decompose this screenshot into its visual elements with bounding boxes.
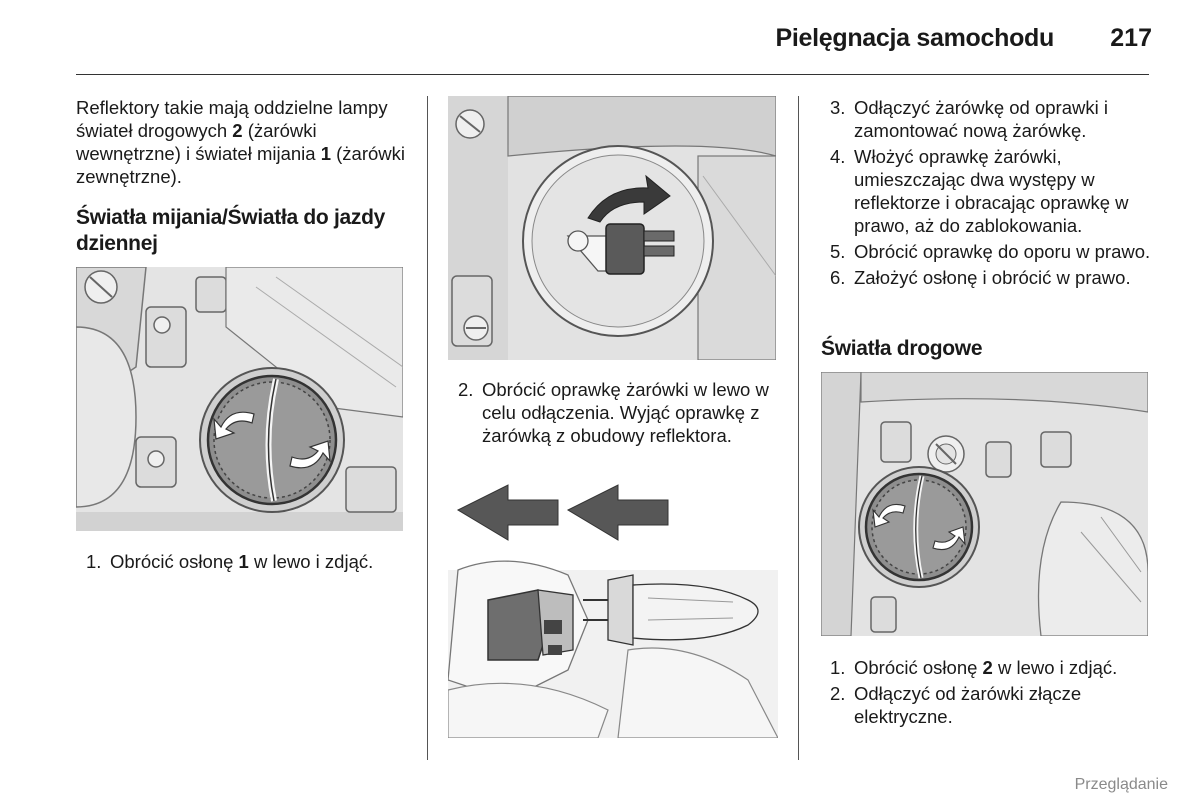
header-divider bbox=[76, 74, 1149, 75]
high-beam-steps: 1.Obrócić osłonę 2 w lewo i zdjąć. 2.Odł… bbox=[830, 656, 1152, 731]
list-item: 6.Założyć osłonę i obrócić w prawo. bbox=[830, 267, 1131, 288]
list-item: 2.Obrócić oprawkę żarówki w lewo w celu … bbox=[458, 379, 769, 446]
list-item: 5.Obrócić oprawkę do oporu w prawo. bbox=[830, 241, 1151, 262]
page-number: 217 bbox=[1110, 24, 1152, 52]
list-item: 3.Odłączyć żarówkę od oprawki i zamontow… bbox=[830, 97, 1108, 141]
low-beam-steps: 1.Obrócić osłonę 1 w lewo i zdjąć. bbox=[86, 550, 406, 576]
bulb-replacement-steps: 3.Odłączyć żarówkę od oprawki i zamontow… bbox=[830, 96, 1152, 292]
list-item: 4.Włożyć oprawkę żarówki, umieszczając d… bbox=[830, 146, 1129, 236]
figure-low-beam-cover bbox=[76, 267, 403, 531]
figure-high-beam-cover bbox=[821, 372, 1148, 636]
browse-link[interactable]: Przeglądanie bbox=[1074, 776, 1168, 793]
list-item: 2.Odłączyć od żarówki złącze elektryczne… bbox=[830, 683, 1082, 727]
intro-paragraph: Reflektory takie mają oddzielne lampy św… bbox=[76, 97, 406, 187]
section-heading-low-beam: Światła mijania/Światła do jazdy dzienne… bbox=[76, 206, 385, 255]
column-divider-2 bbox=[798, 96, 799, 760]
figure-bulb-holder bbox=[448, 96, 776, 360]
list-item: 1.Obrócić osłonę 1 w lewo i zdjąć. bbox=[86, 551, 374, 572]
column-divider-1 bbox=[427, 96, 428, 760]
list-item: 1.Obrócić osłonę 2 w lewo i zdjąć. bbox=[830, 657, 1118, 678]
bulb-holder-steps: 2.Obrócić oprawkę żarówki w lewo w celu … bbox=[458, 378, 778, 450]
figure-bulb-removal bbox=[448, 480, 778, 738]
section-heading-high-beam: Światła drogowe bbox=[821, 337, 983, 360]
page-title: Pielęgnacja samochodu bbox=[775, 24, 1054, 52]
